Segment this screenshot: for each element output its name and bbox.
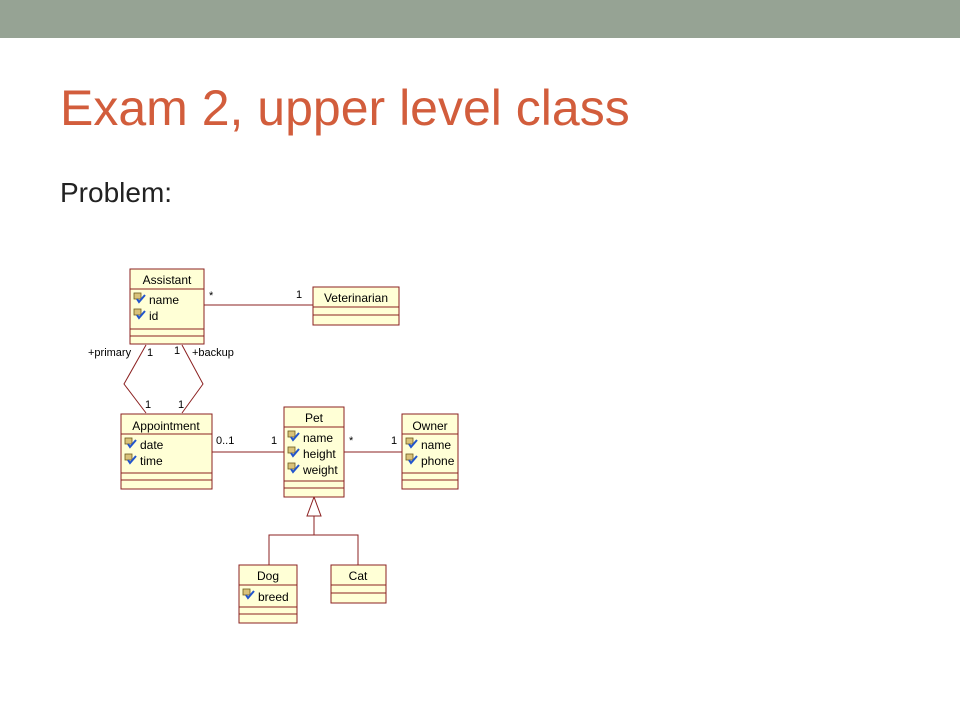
mult-assistant-vet-vet: 1 — [296, 289, 302, 301]
attribute: height — [303, 447, 336, 461]
role-primary: +primary — [88, 347, 132, 359]
attribute: date — [140, 438, 164, 452]
class-veterinarian[interactable]: Veterinarian — [312, 286, 400, 326]
class-name: Assistant — [143, 273, 192, 287]
generalization-pet — [268, 495, 359, 565]
attribute: phone — [421, 454, 455, 468]
generalization-arrowhead-icon — [306, 495, 322, 517]
mult-primary-appointment: 1 — [145, 399, 151, 411]
mult-pet-owner-pet: * — [349, 435, 354, 447]
attribute: name — [421, 438, 451, 452]
class-owner[interactable]: Owner name phone — [401, 413, 459, 490]
assoc-primary — [123, 344, 147, 414]
class-name: Cat — [349, 569, 368, 583]
attribute: breed — [258, 590, 289, 604]
role-backup: +backup — [192, 347, 234, 359]
mult-primary-assistant: 1 — [147, 347, 153, 359]
attribute: time — [140, 454, 163, 468]
mult-backup-assistant: 1 — [174, 345, 180, 357]
class-name: Pet — [305, 411, 324, 425]
class-cat[interactable]: Cat — [330, 564, 387, 604]
class-dog[interactable]: Dog breed — [238, 564, 298, 624]
class-name: Appointment — [132, 419, 200, 433]
mult-pet-owner-owner: 1 — [391, 435, 397, 447]
class-name: Owner — [412, 419, 447, 433]
mult-appointment-pet-pet: 1 — [271, 435, 277, 447]
class-assistant[interactable]: Assistant name id — [129, 268, 205, 345]
class-appointment[interactable]: Appointment date time — [120, 413, 213, 490]
assoc-backup — [181, 344, 204, 414]
slide-title: Exam 2, upper level class — [60, 80, 630, 136]
class-name: Dog — [257, 569, 279, 583]
attribute: id — [149, 309, 158, 323]
attribute: weight — [302, 463, 338, 477]
slide-subtitle: Problem: — [60, 177, 173, 208]
mult-assistant-vet-assistant: * — [209, 290, 214, 302]
attribute: name — [303, 431, 333, 445]
mult-appointment-pet-appointment: 0..1 — [216, 435, 234, 447]
class-name: Veterinarian — [324, 291, 388, 305]
mult-backup-appointment: 1 — [178, 399, 184, 411]
attribute: name — [149, 293, 179, 307]
class-pet[interactable]: Pet name height weight — [283, 406, 345, 498]
top-bar — [0, 0, 960, 38]
